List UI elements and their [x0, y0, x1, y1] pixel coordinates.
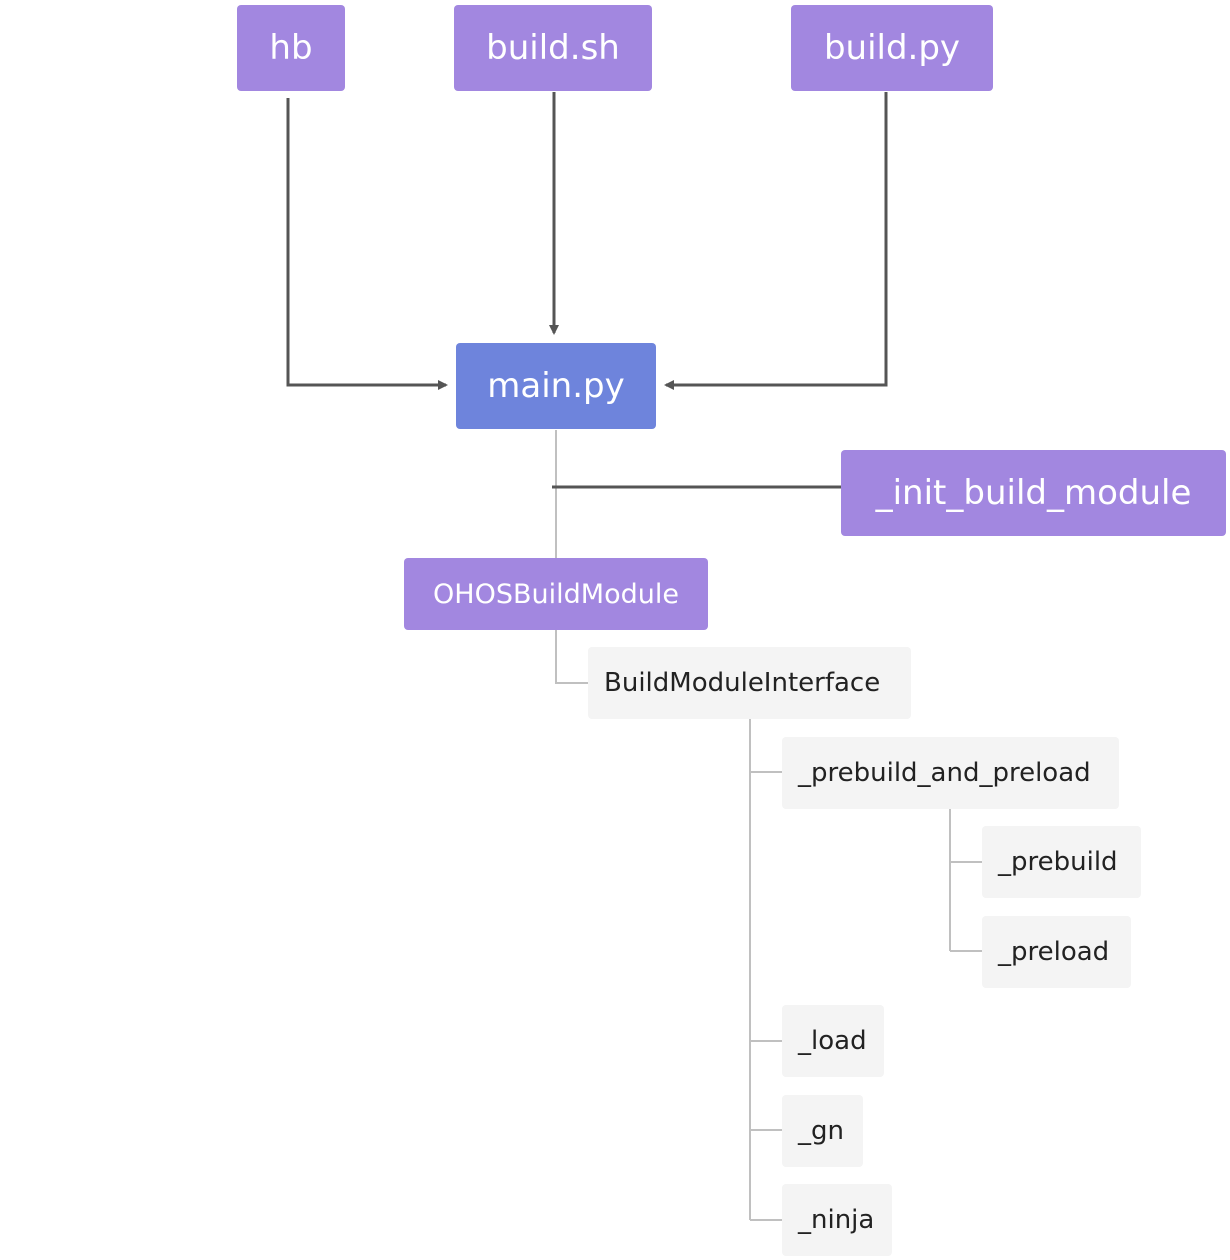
- ninja-label: _ninja: [798, 1205, 875, 1235]
- prebuild-and-preload-label: _prebuild_and_preload: [798, 758, 1091, 788]
- arrow-build-py-to-main: [664, 92, 888, 390]
- hb-label: hb: [269, 28, 313, 68]
- prebuild-and-preload-node: _prebuild_and_preload: [782, 737, 1119, 809]
- main-py-node: main.py: [456, 343, 656, 429]
- preload-node: _preload: [982, 916, 1131, 988]
- init-build-module-label: _init_build_module: [875, 473, 1192, 513]
- ninja-node: _ninja: [782, 1184, 892, 1256]
- build-py-node: build.py: [791, 5, 993, 91]
- build-py-label: build.py: [823, 28, 961, 68]
- build-sh-node: build.sh: [454, 5, 652, 91]
- ohos-build-module-label: OHOSBuildModule: [433, 578, 679, 610]
- gn-node: _gn: [782, 1095, 863, 1167]
- init-build-module-node: _init_build_module: [841, 450, 1226, 536]
- prebuild-node: _prebuild: [982, 826, 1141, 898]
- main-py-label: main.py: [487, 366, 625, 406]
- arrow-hb-to-main: [286, 98, 448, 390]
- prebuild-label: _prebuild: [998, 847, 1118, 877]
- preload-label: _preload: [998, 937, 1110, 967]
- load-label: _load: [798, 1026, 867, 1056]
- load-node: _load: [782, 1005, 884, 1077]
- build-module-interface-label: BuildModuleInterface: [604, 668, 881, 698]
- gn-label: _gn: [798, 1116, 844, 1146]
- ohos-build-module-node: OHOSBuildModule: [404, 558, 708, 630]
- build-module-interface-node: BuildModuleInterface: [588, 647, 911, 719]
- build-sh-label: build.sh: [486, 28, 620, 68]
- tree-line-module-to-interface: [555, 630, 589, 684]
- hb-node: hb: [237, 5, 345, 91]
